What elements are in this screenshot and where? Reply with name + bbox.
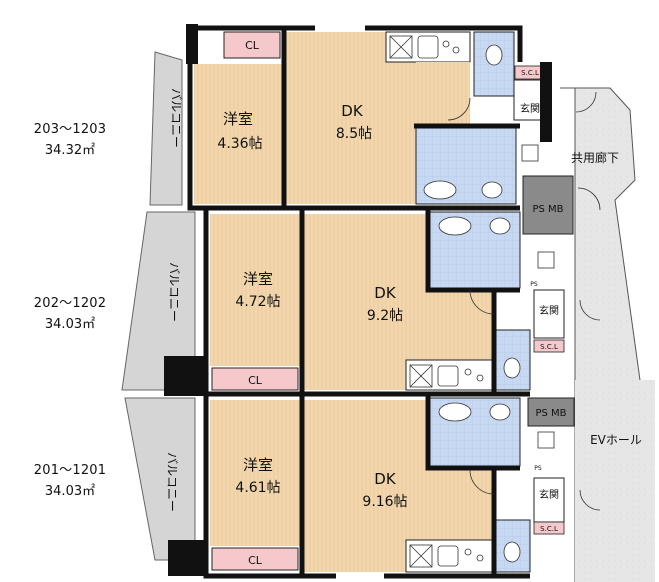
unit-202-western-room <box>210 214 300 366</box>
unit-label-201: 201～1201 34.03㎡ <box>0 459 140 499</box>
unit-area: 34.32㎡ <box>44 143 96 158</box>
unit-201-western-room <box>210 400 300 546</box>
western-room-size: 4.36帖 <box>217 136 262 152</box>
unit-201-shoe-closet <box>533 521 565 535</box>
unit-area: 34.03㎡ <box>44 484 96 499</box>
closet-label: CL <box>248 554 263 567</box>
unit-201-entrance <box>533 477 565 523</box>
western-room-size: 4.72帖 <box>235 294 280 310</box>
unit-203-fixtures <box>389 35 539 200</box>
unit-203-entrance <box>513 79 545 121</box>
unit-201-ps-mb <box>527 397 575 427</box>
unit-202-closet <box>211 367 299 391</box>
unit-203-walls <box>187 25 523 211</box>
unit-202-fixtures <box>409 216 555 388</box>
ps-label: PS <box>534 465 542 472</box>
shoe-closet-label: S.C.L <box>521 69 539 77</box>
dk-label: DK <box>374 284 397 302</box>
western-room-label: 洋室 <box>243 456 273 474</box>
dk-label: DK <box>341 102 364 120</box>
balcony-203 <box>149 51 183 206</box>
ps-mb-label: PS MB <box>535 408 566 419</box>
balcony-label: バルコニー <box>167 262 181 322</box>
unit-203-dk-lower <box>416 62 470 126</box>
shoe-closet-label: S.C.L <box>540 525 558 533</box>
dk-size: 9.16帖 <box>362 494 407 510</box>
unit-202-entrance <box>533 289 565 339</box>
door-swings <box>447 91 601 511</box>
ev-hall-label: EVホール <box>590 433 642 447</box>
unit-range: 203～1203 <box>33 122 107 137</box>
shoe-closet-label: S.C.L <box>540 343 558 351</box>
unit-201-fixtures <box>409 402 555 568</box>
entrance-label: 玄関 <box>539 488 559 501</box>
entrance-label: 玄関 <box>520 102 540 115</box>
unit-202-shoe-closet <box>533 339 565 353</box>
western-room-label: 洋室 <box>223 110 253 128</box>
unit-203-ps-mb <box>522 175 574 235</box>
dk-size: 9.2帖 <box>367 308 403 324</box>
closet-label: CL <box>248 374 263 387</box>
unit-area: 34.03㎡ <box>44 317 96 332</box>
unit-201-closet <box>211 547 299 571</box>
unit-label-203: 203～1203 34.32㎡ <box>0 118 140 158</box>
western-room-size: 4.61帖 <box>235 480 280 496</box>
unit-202-dk-lower <box>430 290 494 360</box>
closet-label: CL <box>245 39 260 52</box>
corridor-label: 共用廊下 <box>571 150 619 165</box>
unit-range: 201～1201 <box>33 463 107 478</box>
unit-203-closet <box>223 31 281 59</box>
western-room-label: 洋室 <box>243 270 273 288</box>
balcony-label: バルコニー <box>165 452 179 512</box>
ev-hall-area <box>575 380 655 582</box>
dk-size: 8.5帖 <box>336 126 372 142</box>
unit-range: 202～1202 <box>33 296 107 311</box>
balcony-label: バルコニー <box>169 88 183 148</box>
unit-203-western-room <box>194 64 282 204</box>
entrance-label: 玄関 <box>539 304 559 317</box>
unit-label-202: 202～1202 34.03㎡ <box>0 292 140 332</box>
dk-label: DK <box>374 470 397 488</box>
balcony-201 <box>124 397 196 561</box>
ps-mb-label: PS MB <box>532 204 563 215</box>
ps-label: PS <box>530 281 538 288</box>
unit-201-dk-lower <box>430 468 494 540</box>
